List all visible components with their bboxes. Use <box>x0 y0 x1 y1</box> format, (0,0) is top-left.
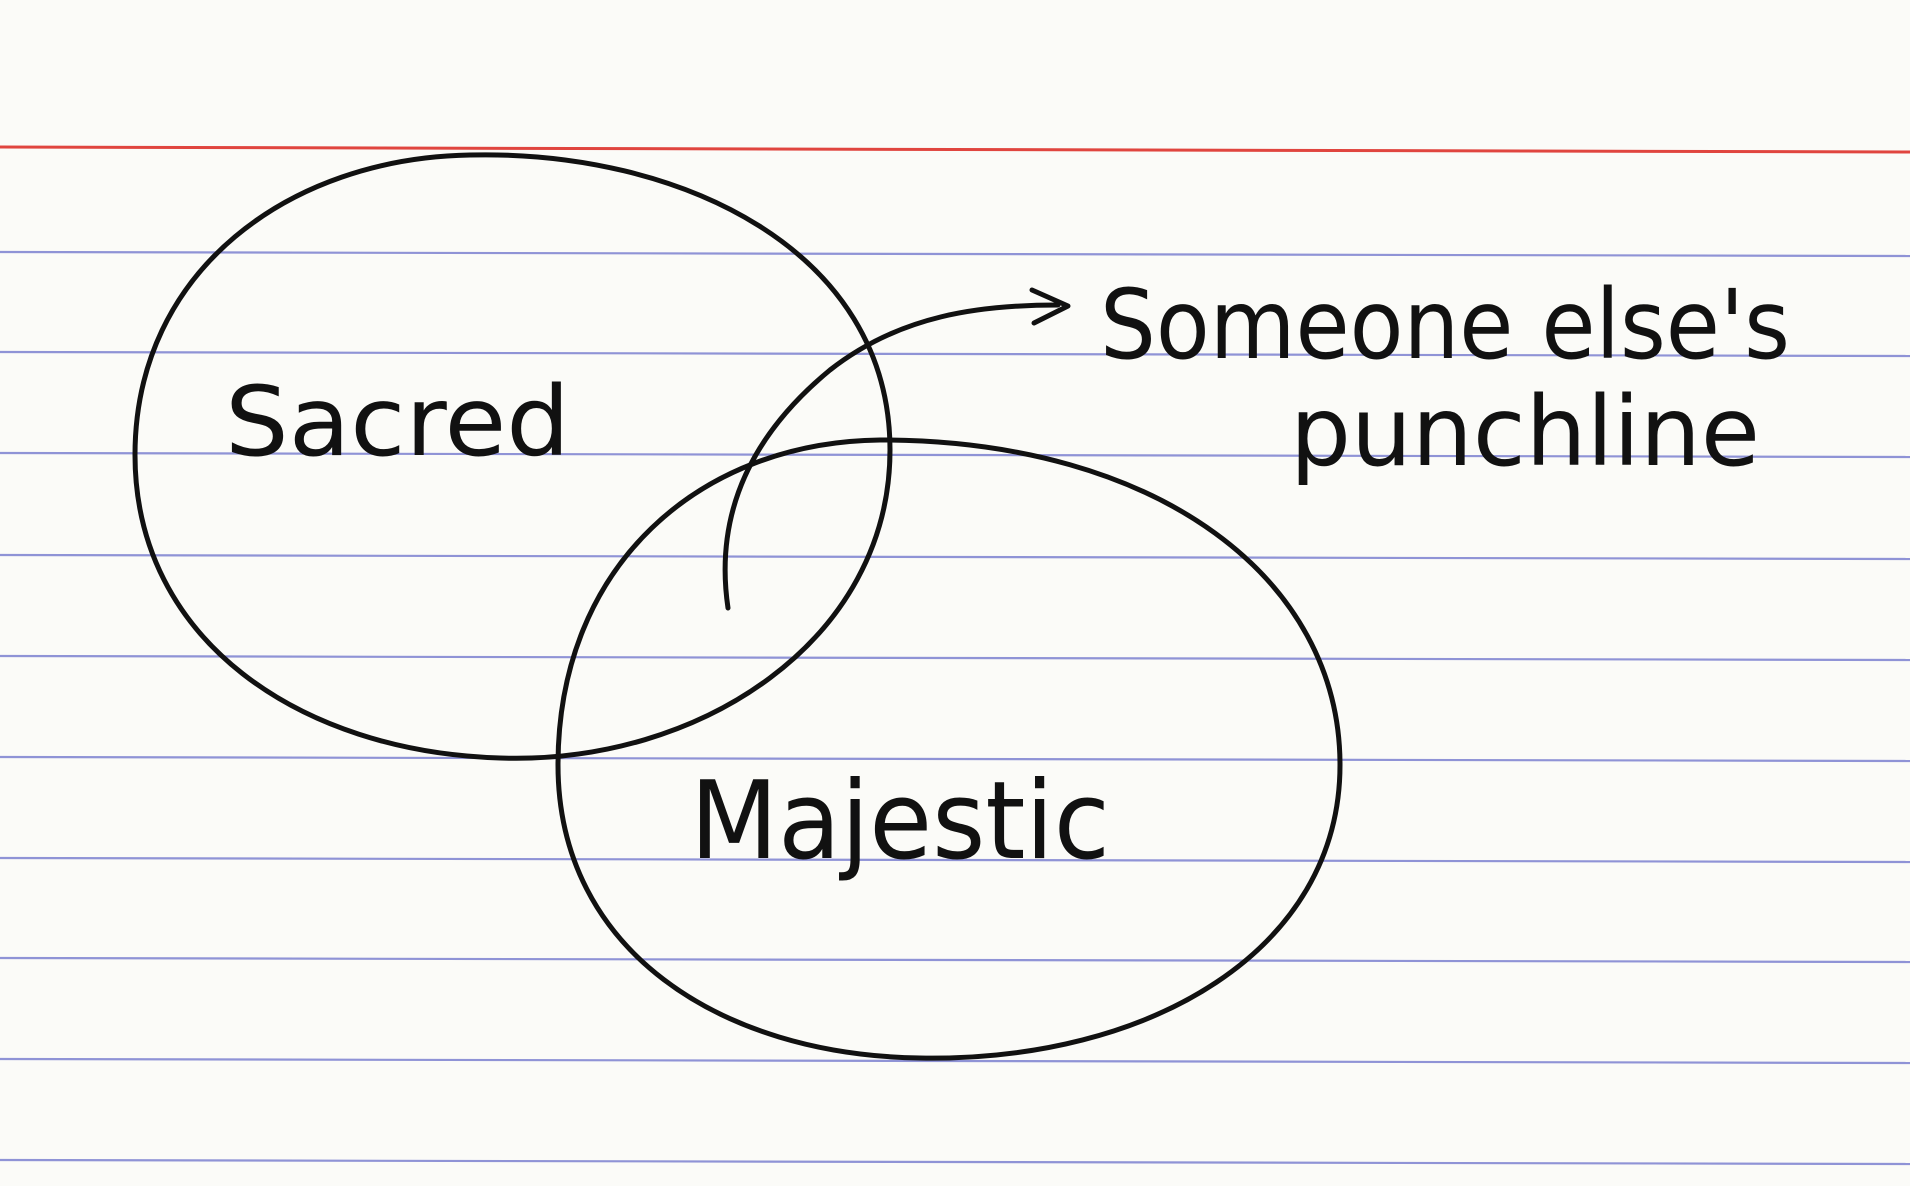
ruled-line <box>0 1057 1910 1065</box>
set-circle-sacred <box>132 152 893 761</box>
callout-arrow-line <box>722 302 1061 611</box>
arrow-head-icon <box>1029 287 1071 326</box>
ruled-lines <box>0 250 1910 1166</box>
ruled-line <box>0 451 1910 459</box>
ruled-line <box>0 856 1910 864</box>
set-label-sacred: Sacred <box>225 366 570 478</box>
ruled-line <box>0 250 1910 258</box>
ruled-line <box>0 956 1910 964</box>
set-circle-majestic <box>555 437 1343 1061</box>
ruled-line <box>0 755 1910 763</box>
ruled-line <box>0 350 1910 358</box>
callout-text-line-2: punchline <box>1290 376 1760 488</box>
ruled-line <box>0 654 1910 662</box>
header-rule-line <box>0 145 1910 154</box>
ruled-line <box>0 553 1910 561</box>
set-label-majestic: Majestic <box>690 759 1110 884</box>
ruled-line <box>0 1158 1910 1166</box>
callout-text-line-1: Someone else's <box>1100 269 1790 381</box>
